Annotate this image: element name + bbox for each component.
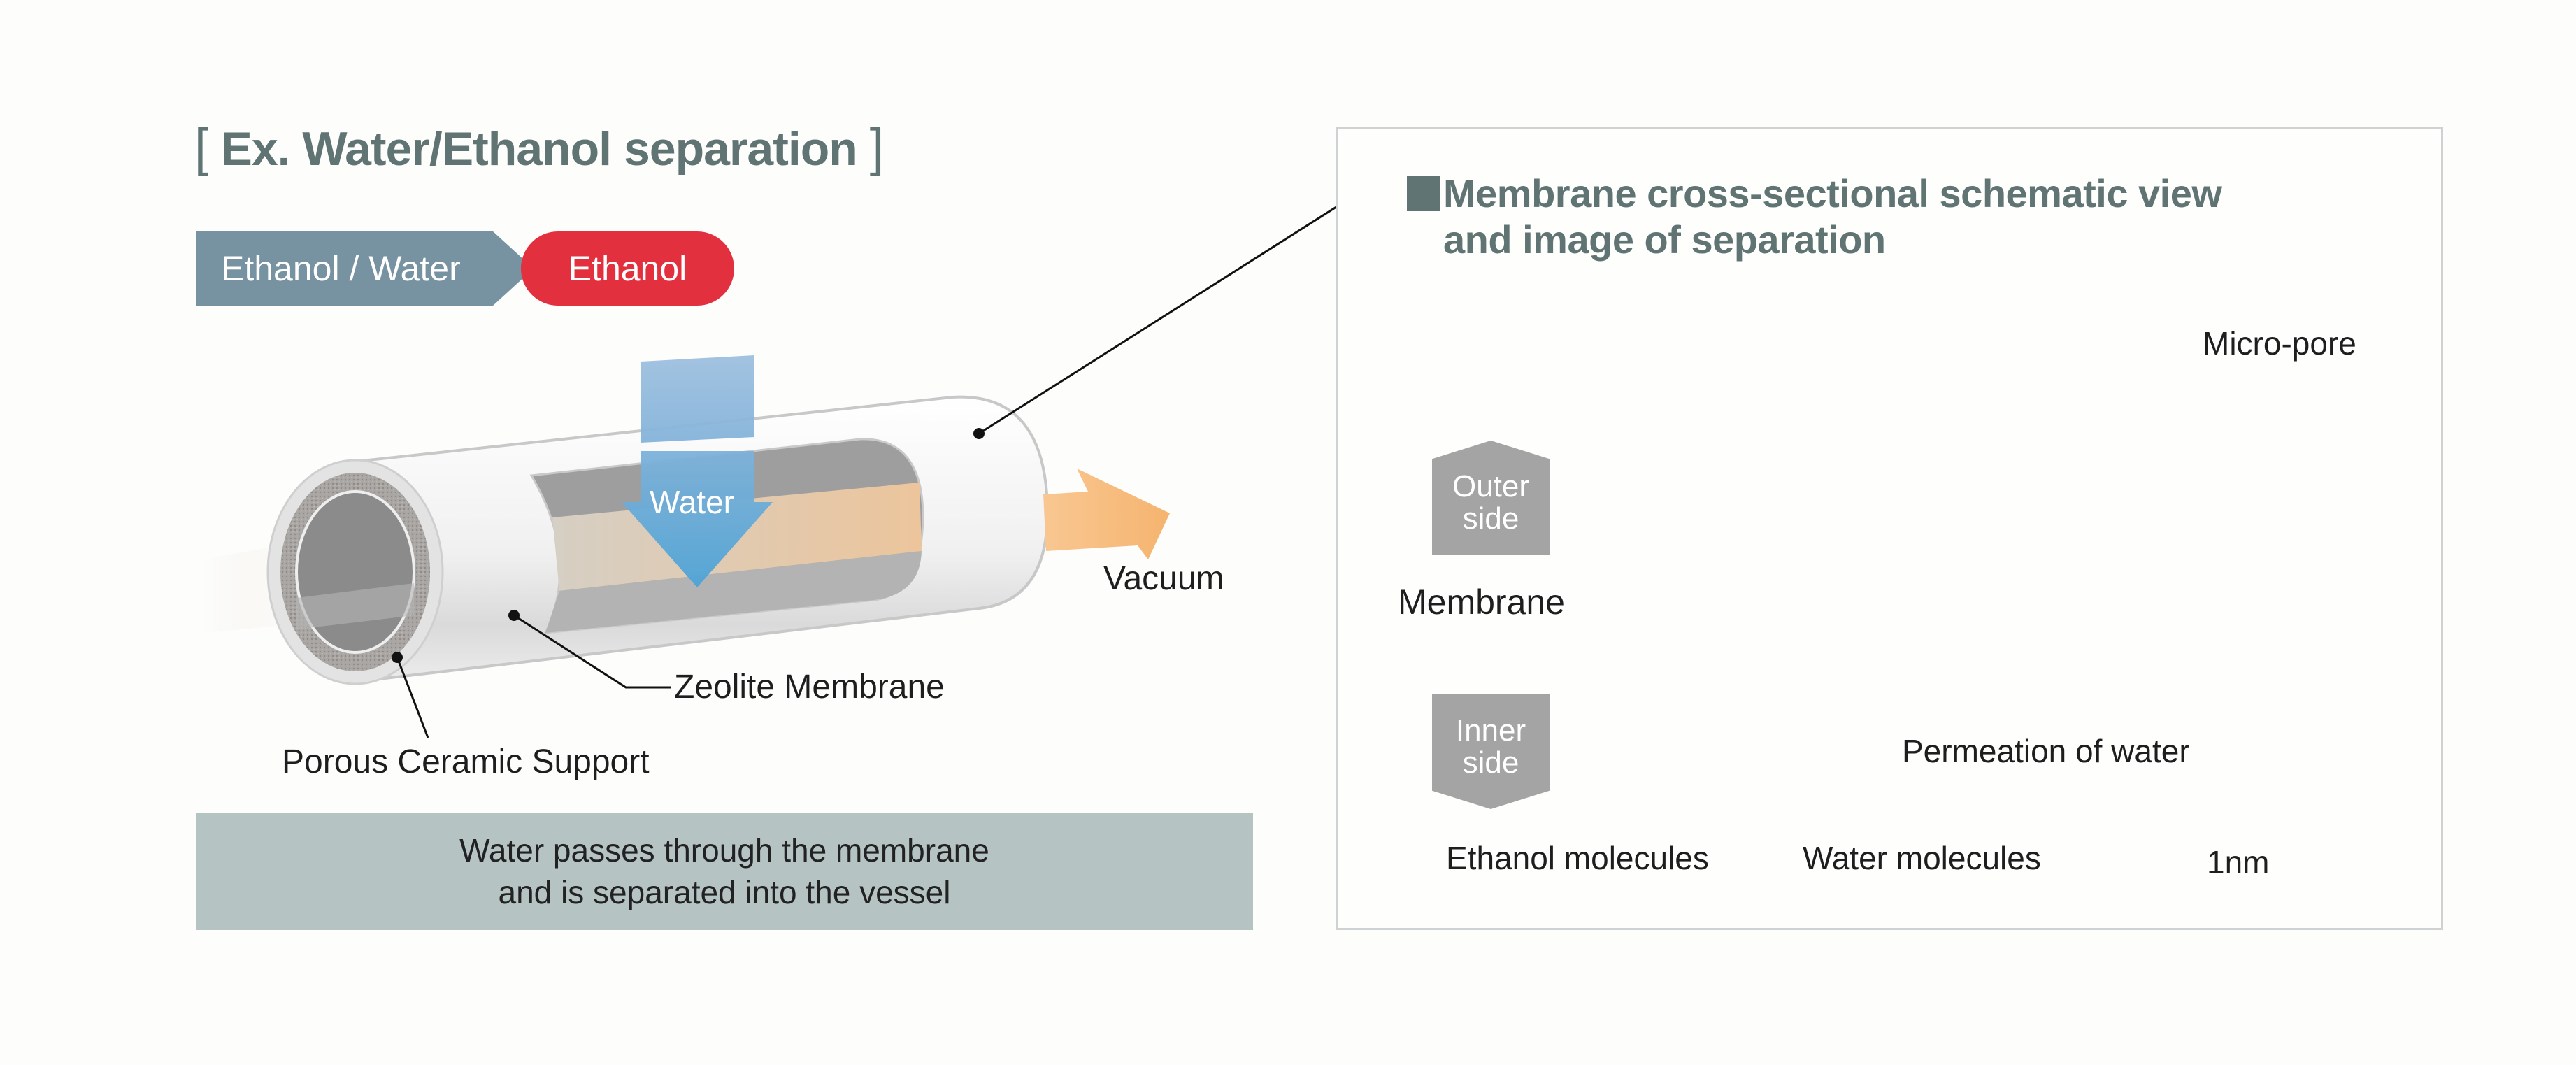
caption-line-2: and is separated into the vessel	[498, 874, 951, 910]
scale-bar-label: 1nm	[2207, 844, 2270, 880]
title-square-icon	[1407, 176, 1440, 211]
vacuum-label: Vacuum	[1103, 560, 1224, 597]
water-label: Water	[650, 484, 734, 520]
inner-side-line-2: side	[1462, 745, 1519, 780]
tube-bore-band	[296, 583, 414, 629]
leader-dot-zeolite	[508, 610, 520, 621]
inner-side-tag: Inner side	[1432, 694, 1550, 809]
zeolite-membrane-label: Zeolite Membrane	[674, 669, 945, 706]
leader-support	[396, 657, 429, 738]
inner-side-line-1: Inner	[1455, 713, 1526, 748]
bracket-close: ]	[869, 118, 885, 176]
panel-title-line-2: and image of separation	[1443, 217, 1886, 262]
panel-title: Membrane cross-sectional schematic view …	[1407, 171, 2222, 263]
outer-side-tag: Outer side	[1432, 441, 1550, 555]
vacuum-arrow	[1043, 469, 1170, 559]
membrane-label: Membrane	[1398, 582, 1565, 622]
tube-shadow-tail	[203, 545, 280, 633]
tube-core-lower	[545, 551, 922, 633]
legend-water-label: Water molecules	[1803, 840, 2041, 876]
caption-line-1: Water passes through the membrane	[459, 832, 989, 869]
leader-dot-panel	[973, 428, 985, 439]
legend-ethanol-label: Ethanol molecules	[1446, 840, 1709, 876]
micropore-label: Micro-pore	[2203, 325, 2356, 362]
tube-bore	[295, 490, 415, 654]
main-title-text: Ex. Water/Ethanol separation	[220, 122, 857, 176]
water-feed-block	[641, 355, 754, 443]
permeation-label: Permeation of water	[1902, 733, 2190, 769]
outer-side-line-2: side	[1462, 501, 1519, 536]
leader-zeolite	[513, 614, 671, 689]
water-arrow	[622, 451, 773, 587]
main-title: [ Ex. Water/Ethanol separation ]	[194, 117, 885, 177]
flow-from-badge: Ethanol / Water	[196, 231, 534, 306]
caption-box: Water passes through the membrane and is…	[196, 813, 1253, 930]
outer-side-line-1: Outer	[1452, 469, 1530, 503]
flow-to-badge: Ethanol	[521, 231, 734, 306]
leader-dot-support	[392, 652, 403, 663]
porous-ceramic-support-label: Porous Ceramic Support	[282, 743, 650, 780]
leader-panel	[978, 206, 1337, 435]
bracket-open: [	[194, 118, 209, 176]
panel-title-line-1: Membrane cross-sectional schematic view	[1443, 171, 2222, 215]
